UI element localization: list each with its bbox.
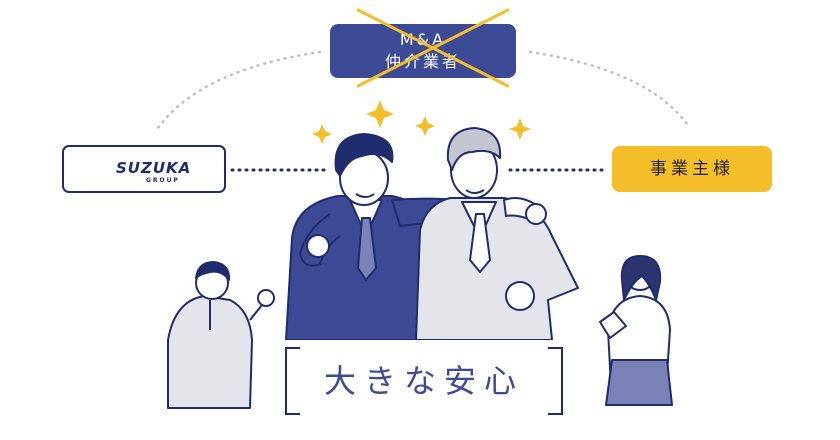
caption-left-bracket <box>285 347 300 415</box>
cross-out-mark <box>356 8 510 88</box>
navy-suit-man <box>285 133 487 341</box>
caption-background <box>270 340 578 440</box>
caption-right-bracket <box>548 347 563 415</box>
suzuka-logo-frame <box>62 145 226 193</box>
intermediary-line1: M&A <box>399 30 447 49</box>
intermediary-badge: M&A 仲介業者 <box>330 24 516 78</box>
woman-figure <box>599 255 673 406</box>
suzuka-logo-subtitle: GROUP <box>146 177 180 184</box>
worker-figure <box>167 261 275 409</box>
caption-text: 大きな安心 <box>323 362 524 400</box>
suzuka-logo-name: SUZUKA <box>116 159 192 177</box>
sparkle-icons <box>312 100 531 144</box>
gray-suit-man <box>415 127 579 341</box>
intermediary-line2: 仲介業者 <box>384 52 461 71</box>
business-owner-badge: 事業主様 <box>612 146 772 192</box>
left-dotted-arc <box>156 50 322 130</box>
right-dotted-arc <box>528 50 692 130</box>
